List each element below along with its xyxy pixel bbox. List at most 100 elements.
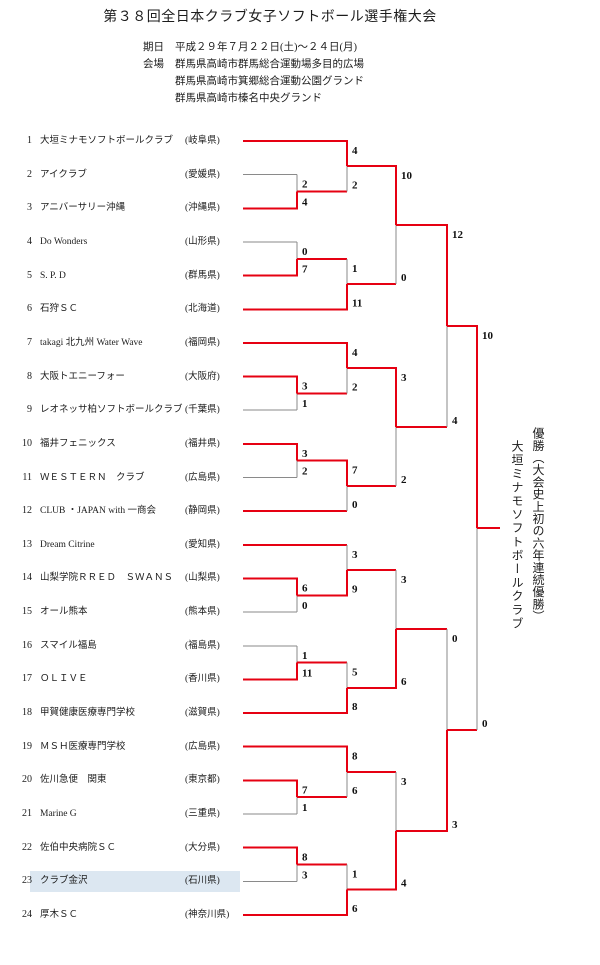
team-number: 11 [22, 471, 32, 483]
score-top: 4 [352, 145, 358, 157]
team-number: 14 [22, 572, 32, 584]
venue-1: 群馬県高崎市群馬総合運動場多目的広場 [175, 59, 364, 70]
team-prefecture: (北海道) [185, 304, 220, 315]
team-row: 11 ＷＥＳＴＥＲＮ クラブ (広島県) [0, 469, 243, 487]
score-bottom: 6 [401, 676, 407, 688]
score-bottom: 4 [302, 196, 308, 208]
score-bottom: 4 [401, 878, 407, 890]
team-name: アニバーサリー沖縄 [40, 203, 126, 214]
team-prefecture: (山形県) [185, 236, 220, 247]
score-bottom: 4 [452, 415, 458, 427]
venue-label: 会場 [143, 59, 164, 70]
team-row: 7 takagi 北九州 Water Wave (福岡県) [0, 334, 243, 352]
team-row: 2 アイクラブ (愛媛県) [0, 166, 243, 184]
team-number: 22 [22, 841, 32, 853]
team-name: 大垣ミナモソフトボールクラブ [40, 136, 174, 146]
score-bottom: 2 [352, 381, 358, 393]
team-number: 3 [27, 202, 32, 214]
team-prefecture: (山梨県) [185, 573, 220, 584]
team-name: Marine G [40, 809, 77, 819]
team-number: 23 [22, 875, 32, 887]
team-prefecture: (広島県) [185, 741, 220, 752]
team-prefecture: (福島県) [185, 640, 220, 651]
team-name: 佐伯中央病院ＳＣ [40, 842, 117, 853]
team-prefecture: (愛媛県) [185, 169, 220, 180]
team-name: レオネッサ柏ソフトボールクラブ [40, 405, 183, 416]
team-prefecture: (三重県) [185, 809, 220, 819]
score-top: 0 [452, 633, 458, 645]
team-row: 22 佐伯中央病院ＳＣ (大分県) [0, 839, 243, 857]
score-top: 4 [352, 347, 358, 359]
team-prefecture: (東京都) [185, 775, 220, 786]
score-bottom: 0 [302, 600, 308, 612]
score-top: 7 [352, 465, 358, 477]
score-top: 0 [302, 246, 308, 258]
team-name: ＷＥＳＴＥＲＮ クラブ [40, 472, 145, 483]
team-number: 19 [22, 740, 32, 752]
team-number: 4 [27, 235, 32, 247]
team-prefecture: (広島県) [185, 472, 220, 483]
score-top: 8 [352, 751, 358, 763]
page-title: 第３８回全日本クラブ女子ソフトボール選手権大会 [103, 10, 437, 25]
score-top: 3 [401, 574, 407, 586]
team-number: 15 [22, 606, 32, 618]
team-number: 16 [22, 639, 32, 651]
team-number: 21 [22, 808, 32, 819]
score-top: 10 [482, 330, 494, 342]
team-row: 20 佐川急便 関東 (東京都) [0, 771, 243, 789]
score-top: 12 [452, 229, 464, 241]
team-name: 佐川急便 関東 [40, 775, 107, 786]
team-name: CLUB ・JAPAN with 一商会 [40, 506, 157, 517]
score-bottom: 0 [401, 272, 407, 284]
score-bottom: 11 [352, 297, 362, 309]
score-bottom: 11 [302, 667, 312, 679]
score-bottom: 2 [352, 179, 358, 191]
team-name: アイクラブ [40, 169, 87, 180]
score-bottom: 6 [352, 785, 358, 797]
date-value: 平成２９年７月２２日(土)～２４日(月) [175, 42, 357, 53]
team-prefecture: (群馬県) [185, 270, 220, 281]
score-top: 7 [302, 784, 308, 796]
team-prefecture: (福岡県) [185, 337, 220, 348]
score-bottom: 1 [302, 398, 308, 410]
team-prefecture: (大分県) [185, 842, 220, 853]
highlighted-row-background [30, 870, 240, 892]
team-name: takagi 北九州 Water Wave [40, 337, 143, 348]
team-number: 20 [22, 774, 32, 786]
score-bottom: 9 [352, 583, 358, 595]
date-label: 期日 [143, 42, 164, 53]
team-prefecture: (神奈川県) [185, 909, 230, 920]
score-top: 3 [302, 381, 308, 393]
team-name: ＯＬＩＶＥ [40, 674, 88, 685]
score-top: 2 [302, 179, 308, 191]
team-name: Do Wonders [40, 236, 88, 247]
team-number: 7 [27, 336, 32, 348]
team-number: 24 [22, 908, 32, 920]
score-bottom: 3 [302, 869, 308, 881]
team-name: 石狩ＳＣ [40, 304, 79, 315]
score-top: 10 [401, 170, 413, 182]
team-number: 2 [27, 168, 32, 180]
team-name: 甲賀健康医療専門学校 [40, 708, 136, 719]
team-row: 3 アニバーサリー沖縄 (沖縄県) [0, 199, 243, 217]
score-top: 6 [302, 582, 308, 594]
score-bottom: 6 [352, 903, 358, 915]
score-top: 3 [401, 372, 407, 384]
team-number: 5 [27, 269, 32, 281]
team-row: 4 Do Wonders (山形県) [0, 233, 243, 251]
team-prefecture: (静岡県) [185, 506, 220, 517]
team-prefecture: (沖縄県) [185, 203, 220, 214]
team-name: S. P. D [40, 270, 66, 281]
team-number: 6 [27, 303, 32, 315]
team-prefecture: (香川県) [185, 674, 220, 685]
